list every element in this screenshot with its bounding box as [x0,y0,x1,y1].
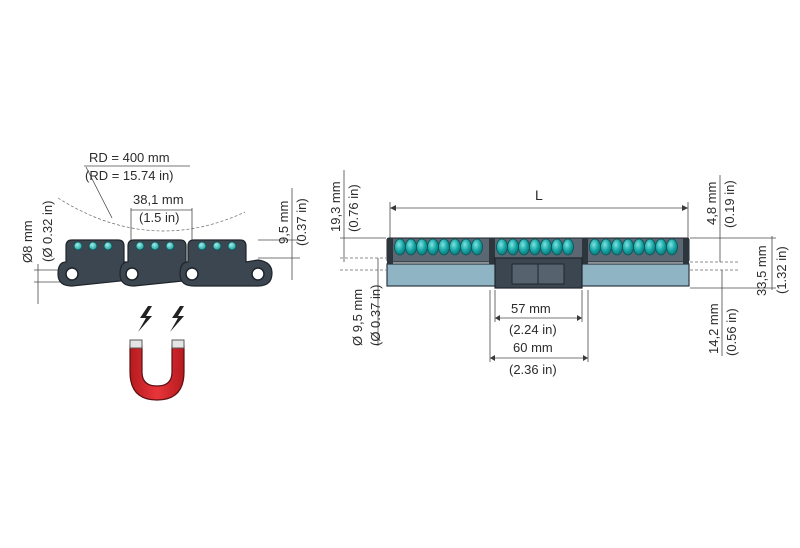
side-roller [103,241,113,251]
front-roller [507,238,519,256]
pin-hole [125,267,139,281]
roller-h-mm-label: 9,5 mm [276,201,291,244]
divider-post [489,238,495,264]
inner-w-in-label: (2.24 in) [509,322,557,337]
outer-w-in-label: (2.36 in) [509,362,557,377]
roller-row-side [73,241,237,251]
chain-side [57,239,273,287]
front-roller [518,238,530,256]
inner-w-mm-label: 57 mm [511,301,551,316]
pin-hole [251,267,265,281]
pin-dia-in-label: (Ø 0.32 in) [40,201,55,262]
roller-over-in-label: (0.19 in) [722,180,737,228]
magnet-tip-right [171,339,185,349]
front-roller [562,238,574,256]
top-h-in-label: (0.76 in) [346,184,361,232]
end-post-right [683,238,689,264]
magnet-icon [129,339,185,401]
front-view: L 57 mm (2.24 in) 60 mm (2.36 in) [328,170,789,377]
bottom-h-in-label: (0.56 in) [724,308,739,356]
front-roller [622,238,634,256]
side-roller [212,241,222,251]
bottom-h-mm-label: 14,2 mm [706,303,721,354]
side-roller [73,241,83,251]
pin-dia-r-in-label: (Ø 0.37 in) [368,285,383,346]
front-roller [540,238,552,256]
side-roller [135,241,145,251]
magnet-tip-left [129,339,143,349]
front-roller [666,238,678,256]
rd-leader [85,166,113,219]
pin-hole [65,267,79,281]
front-roller [460,238,472,256]
front-roller [427,238,439,256]
divider-post [582,238,588,264]
front-roller [405,238,417,256]
rd-in-label: (RD = 15.74 in) [85,168,174,183]
rd-mm-label: RD = 400 mm [89,150,170,165]
chain-link-3 [179,239,273,287]
end-post-left [387,238,393,264]
lightning-icon [138,306,184,332]
roller-row-front [394,238,678,256]
side-view: RD = 400 mm (RD = 15.74 in) 38,1 mm (1.5… [20,150,309,401]
length-label: L [535,187,543,203]
front-roller [644,238,656,256]
side-roller [165,241,175,251]
total-h-in-label: (1.32 in) [774,246,789,294]
front-roller [600,238,612,256]
side-roller [88,241,98,251]
pitch-in-label: (1.5 in) [139,210,179,225]
top-h-mm-label: 19,3 mm [328,181,343,232]
front-roller [655,238,667,256]
front-roller [529,238,541,256]
front-roller [611,238,623,256]
front-roller [394,238,406,256]
total-h-mm-label: 33,5 mm [754,245,769,296]
pitch-mm-label: 38,1 mm [133,192,184,207]
side-roller [197,241,207,251]
front-roller [496,238,508,256]
magnet-body [129,345,185,401]
front-roller [416,238,428,256]
front-roller [633,238,645,256]
side-roller [227,241,237,251]
outer-w-mm-label: 60 mm [513,340,553,355]
radius-arc [57,197,246,232]
roller-h-in-label: (0.37 in) [294,198,309,246]
front-roller [449,238,461,256]
pin-dia-r-mm-label: Ø 9,5 mm [350,289,365,346]
pin-hole [185,267,199,281]
roller-over-mm-label: 4,8 mm [704,182,719,225]
front-roller [471,238,483,256]
front-roller [589,238,601,256]
pin-dia-mm-label: Ø8 mm [20,220,35,263]
front-roller [438,238,450,256]
front-roller [551,238,563,256]
side-roller [150,241,160,251]
